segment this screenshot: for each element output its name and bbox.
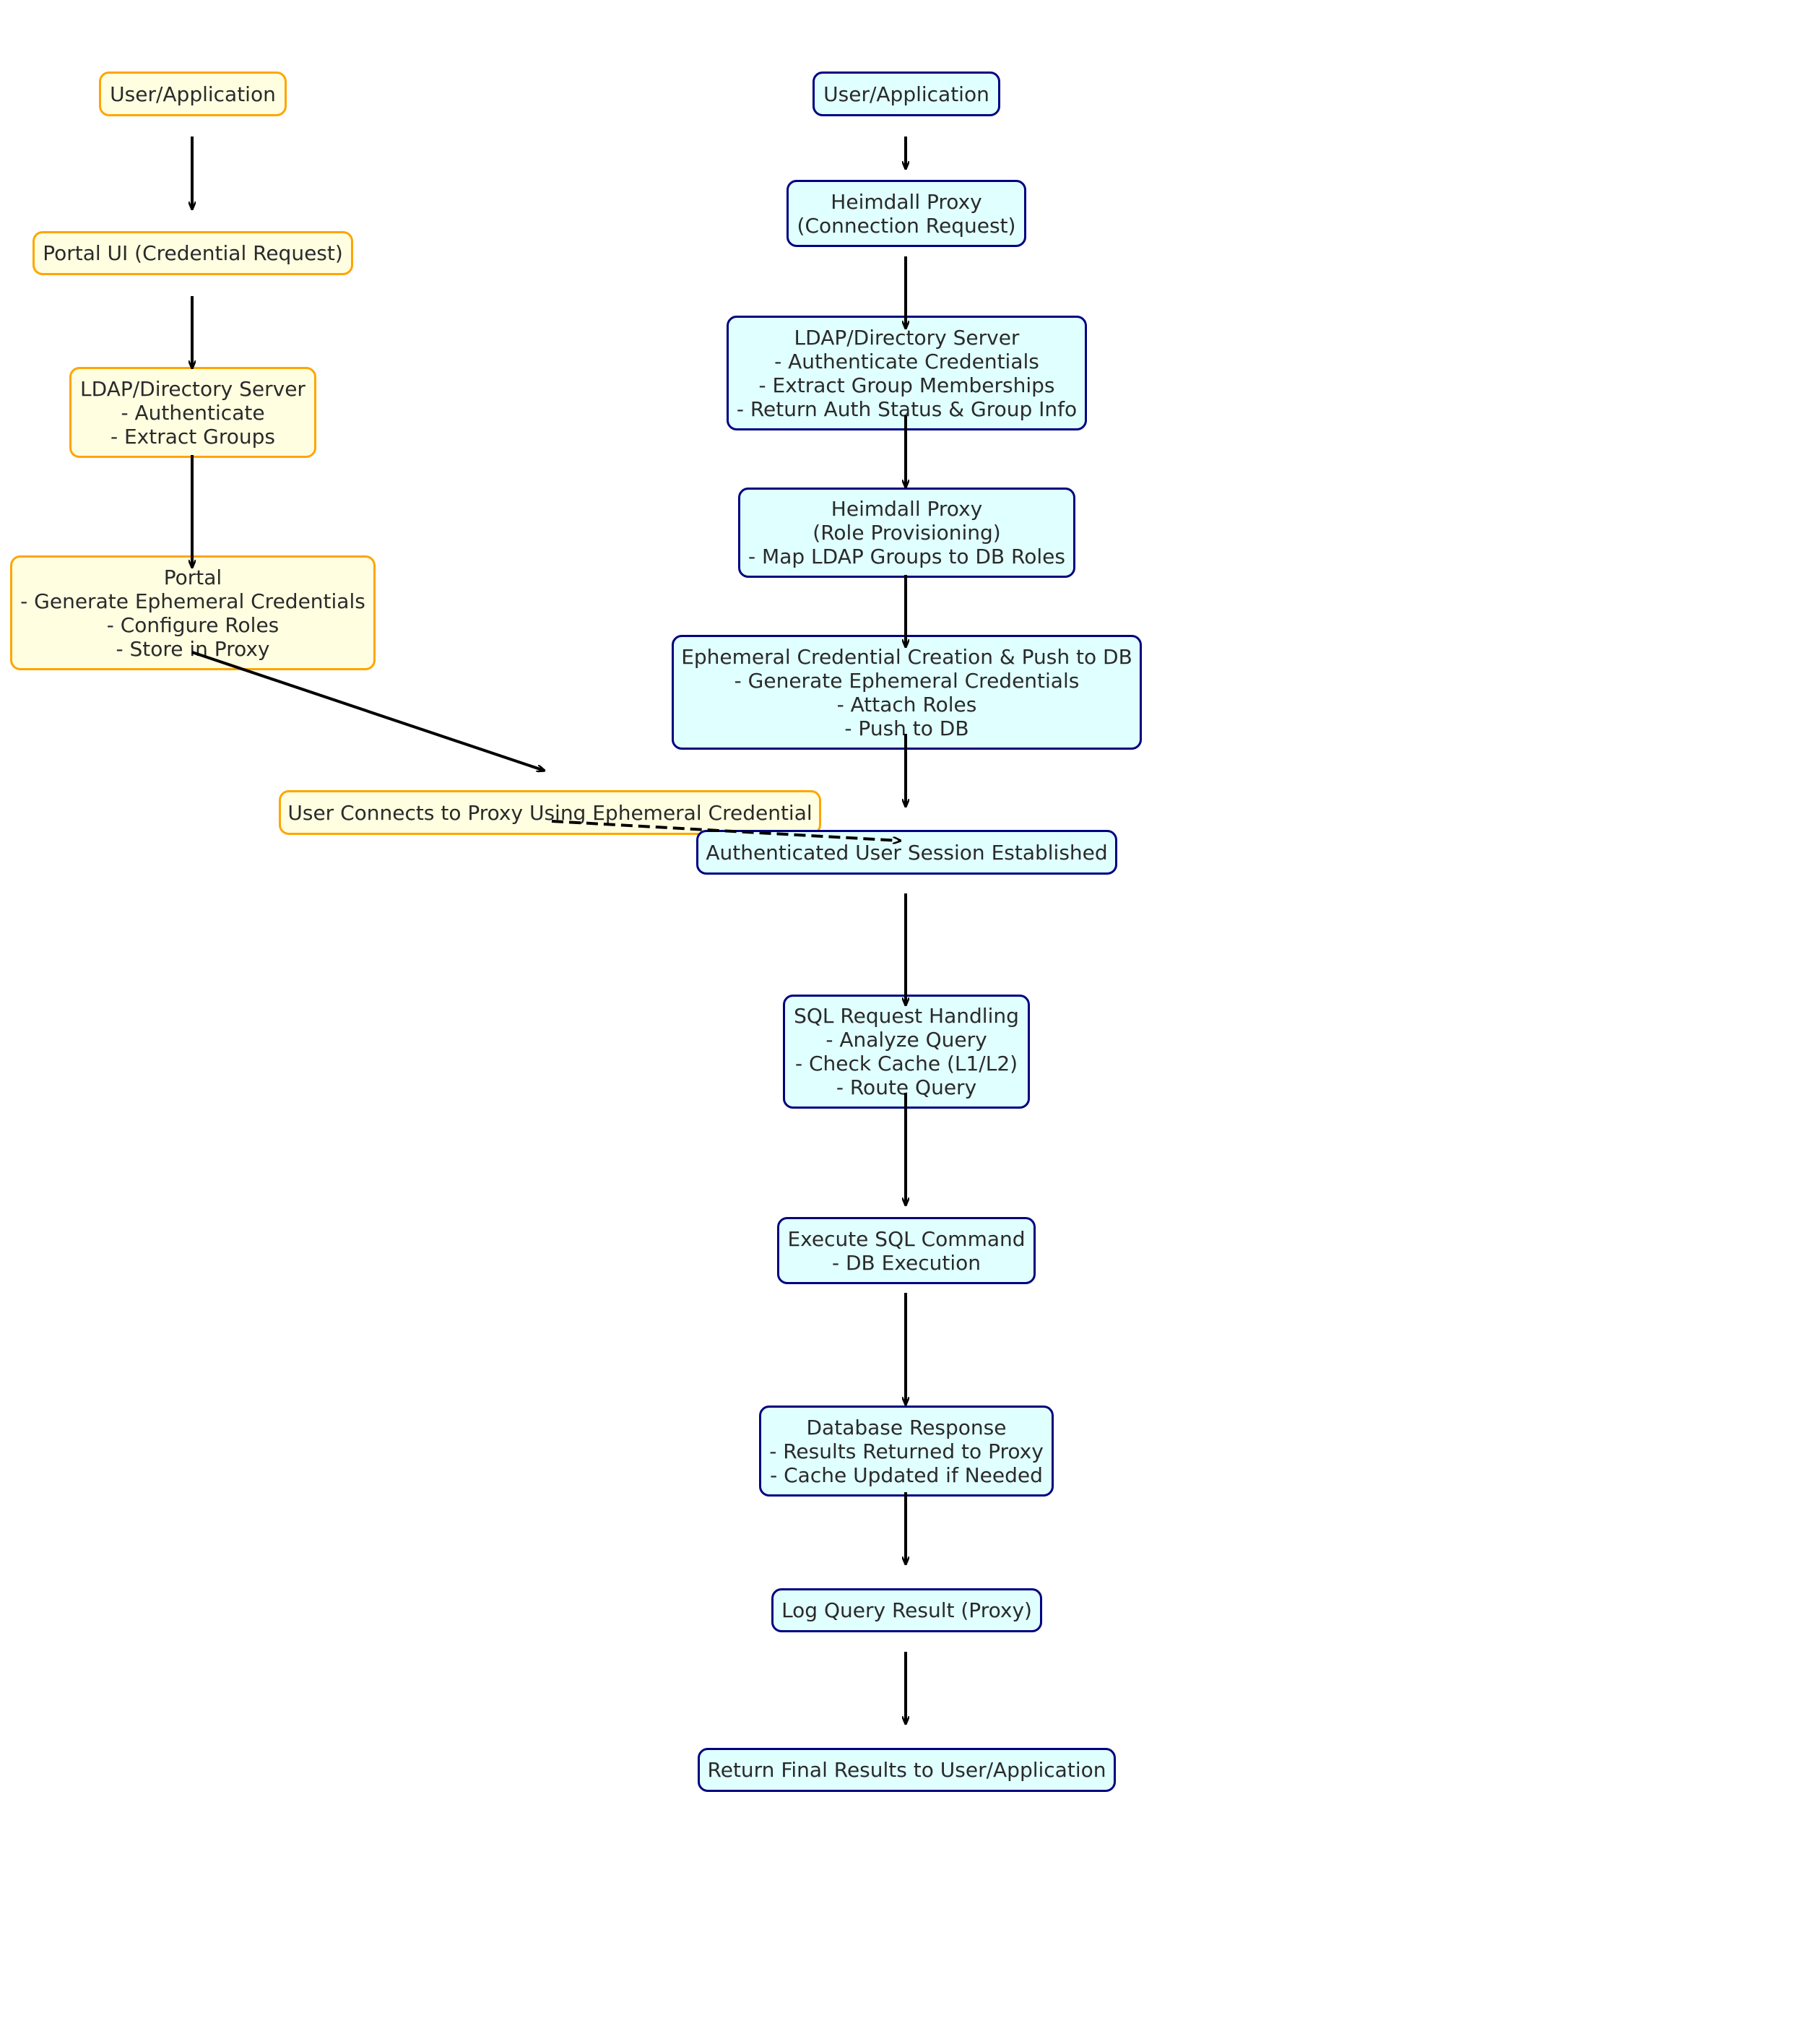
l-portal-box: Portal- Generate Ephemeral Credentials- … xyxy=(10,555,376,670)
box-line: - Generate Ephemeral Credentials xyxy=(20,589,365,613)
box-line: - Generate Ephemeral Credentials xyxy=(734,668,1080,693)
box-line: Portal xyxy=(163,565,222,589)
box-line: - DB Execution xyxy=(831,1250,982,1275)
box-line: Authenticated User Session Established xyxy=(706,840,1108,865)
box-line: Database Response xyxy=(806,1415,1007,1439)
r-ldap-box: LDAP/Directory Server- Authenticate Cred… xyxy=(727,316,1087,430)
box-line: - Authenticate xyxy=(121,400,265,425)
r-log-box: Log Query Result (Proxy) xyxy=(771,1588,1042,1632)
box-line: - Map LDAP Groups to DB Roles xyxy=(748,545,1065,568)
box-line: Ephemeral Credential Creation & Push to … xyxy=(681,644,1132,669)
box-line: Portal UI (Credential Request) xyxy=(43,241,343,265)
box-line: - Store in Proxy xyxy=(116,636,270,661)
box-line: - Extract Group Memberships xyxy=(758,373,1055,397)
box-line: - Results Returned to Proxy xyxy=(769,1439,1044,1463)
box-line: LDAP/Directory Server xyxy=(80,376,306,401)
r-execute-box: Execute SQL Command- DB Execution xyxy=(777,1217,1036,1284)
box-line: - Configure Roles xyxy=(106,612,280,637)
l-connect-box: User Connects to Proxy Using Ephemeral C… xyxy=(279,790,821,835)
box-line: User Connects to Proxy Using Ephemeral C… xyxy=(287,800,812,825)
r-user-box: User/Application xyxy=(812,72,1000,116)
box-line: Heimdall Proxy xyxy=(831,497,983,521)
box-line: Log Query Result (Proxy) xyxy=(781,1598,1032,1622)
box-line: SQL Request Handling xyxy=(794,1004,1019,1028)
l-portal-ui-box: Portal UI (Credential Request) xyxy=(32,231,353,275)
r-proxy-role-box: Heimdall Proxy(Role Provisioning)- Map L… xyxy=(738,488,1075,578)
box-line: - Attach Roles xyxy=(836,692,977,716)
box-line: - Check Cache (L1/L2) xyxy=(794,1052,1018,1075)
box-line: Return Final Results to User/Application xyxy=(707,1758,1106,1782)
r-return-box: Return Final Results to User/Application xyxy=(698,1748,1116,1792)
r-db-response-box: Database Response- Results Returned to P… xyxy=(759,1406,1054,1497)
l-ldap-box: LDAP/Directory Server- Authenticate- Ext… xyxy=(69,367,316,458)
box-line: User/Application xyxy=(110,82,276,106)
left-arrow-4 xyxy=(191,651,545,771)
box-line: User/Application xyxy=(823,82,989,106)
box-line: LDAP/Directory Server xyxy=(794,325,1020,350)
box-line: Heimdall Proxy xyxy=(831,189,982,214)
r-proxy-conn-box: Heimdall Proxy(Connection Request) xyxy=(786,180,1026,247)
box-line: - Authenticate Credentials xyxy=(774,349,1039,373)
box-line: (Connection Request) xyxy=(797,213,1016,238)
box-line: Execute SQL Command xyxy=(787,1226,1026,1251)
box-line: - Cache Updated if Needed xyxy=(770,1463,1043,1487)
connect-dashed-arrow xyxy=(551,820,901,841)
r-session-box: Authenticated User Session Established xyxy=(696,830,1117,875)
box-line: (Role Provisioning) xyxy=(812,521,1001,545)
box-line: - Analyze Query xyxy=(826,1028,987,1052)
box-line: - Extract Groups xyxy=(110,424,276,449)
l-user-box: User/Application xyxy=(99,72,287,116)
